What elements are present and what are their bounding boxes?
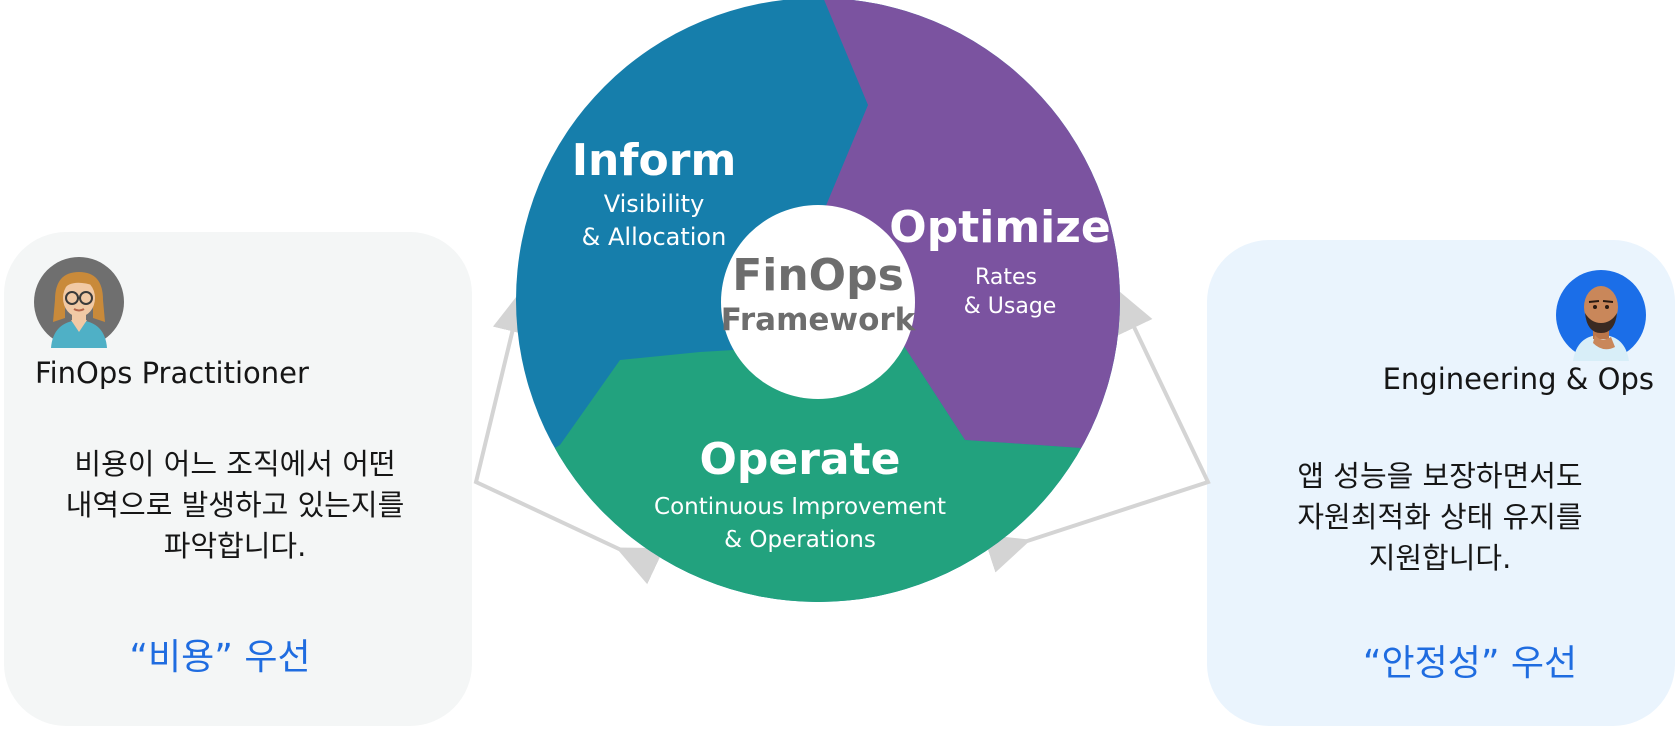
cost-priority-label: “비용” 우선 [129, 637, 311, 678]
engineering-description: 앱 성능을 보장하면서도 자원최적화 상태 유지를 지원합니다. [1220, 456, 1660, 579]
engineering-description-line: 앱 성능을 보장하면서도 [1297, 459, 1583, 493]
framework-center-circle [721, 205, 915, 399]
operate-subtitle-line2: & Operations [724, 527, 876, 553]
man-engineer-avatar-icon [1555, 269, 1647, 361]
practitioner-description-line: 내역으로 발생하고 있는지를 [65, 488, 405, 522]
operate-segment [516, 340, 1120, 602]
practitioner-description: 비용이 어느 조직에서 어떤 내역으로 발생하고 있는지를 파악합니다. [20, 444, 450, 567]
engineering-description-line: 지원합니다. [1368, 541, 1512, 575]
left-connector-arrow [473, 288, 665, 585]
woman-practitioner-avatar-icon [33, 256, 125, 348]
operate-subtitle-line1: Continuous Improvement [654, 494, 946, 520]
connector-arrows [473, 287, 1211, 585]
engineering-description-line: 자원최적화 상태 유지를 [1297, 500, 1583, 534]
right-connector-arrow [982, 287, 1211, 573]
center-title-line1: FinOps [732, 250, 904, 301]
inform-subtitle-line1: Visibility [604, 190, 705, 218]
operate-title: Operate [699, 434, 900, 485]
inform-subtitle-line2: & Allocation [582, 223, 727, 251]
optimize-subtitle-line1: Rates [975, 265, 1037, 290]
engineering-role-label: Engineering & Ops [1382, 362, 1654, 396]
practitioner-description-line: 파악합니다. [163, 529, 307, 563]
stability-priority-label: “안정성” 우선 [1362, 643, 1578, 684]
optimize-title: Optimize [889, 202, 1110, 253]
inform-title: Inform [572, 135, 737, 186]
practitioner-role-label: FinOps Practitioner [35, 356, 309, 390]
center-title-line2: Framework [721, 302, 917, 338]
optimize-subtitle-line2: & Usage [964, 294, 1057, 319]
practitioner-description-line: 비용이 어느 조직에서 어떤 [74, 447, 396, 481]
